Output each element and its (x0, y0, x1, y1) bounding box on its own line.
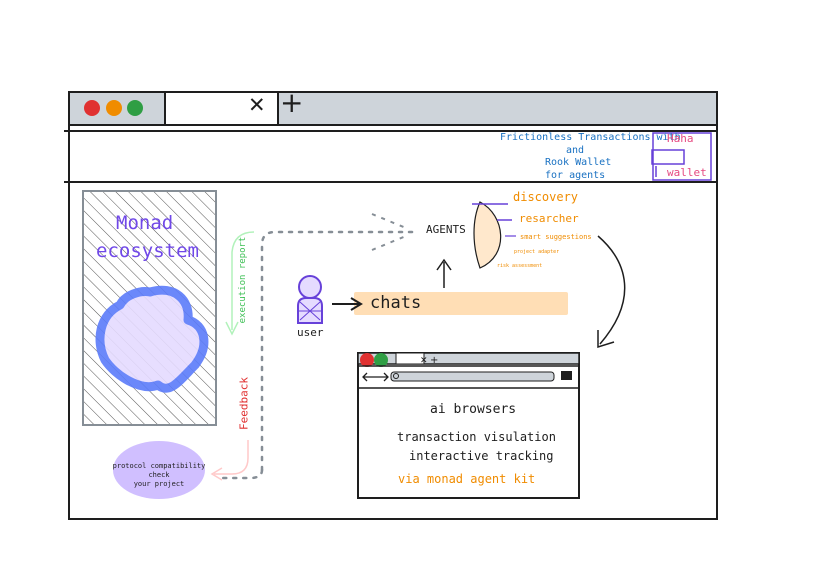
feedback-arrow (214, 440, 249, 475)
tagline-line3: Rook Wallet (545, 157, 612, 168)
user-label: user (297, 326, 324, 339)
haha-wallet-box (652, 132, 712, 181)
execution-report-arrowhead (225, 321, 239, 336)
tab-close-icon[interactable]: ✕ (248, 93, 266, 117)
ai-browser-address-bar (390, 371, 555, 382)
chats-to-agents-arrowhead (436, 258, 452, 271)
execution-report-arrow (231, 231, 255, 330)
ecosystem-title-line1: Monad (116, 212, 174, 234)
ai-browser-green-dot-icon (374, 353, 388, 367)
role-researcher: resarcher (519, 212, 579, 225)
protocol-line3: your project (133, 480, 185, 488)
agents-to-browser-arrow (597, 235, 626, 345)
role-risk-assessment: risk assessment (497, 263, 543, 269)
new-tab-icon[interactable]: + (280, 86, 304, 119)
ai-browser-title-bar (357, 352, 580, 365)
role-project-adapter: project adapter (514, 249, 560, 255)
ai-browser-tab (395, 352, 425, 365)
haha-label: Haha (667, 132, 694, 145)
browser-active-tab[interactable] (164, 91, 279, 126)
ai-browser-line3: via monad agent kit (398, 472, 536, 486)
ai-browser-nav-arrows-icon (362, 372, 389, 382)
ecosystem-title-line2: ecosystem (96, 240, 199, 262)
ai-browser-line2: interactive tracking (409, 449, 554, 463)
agent-leaf-shape (473, 201, 502, 269)
tagline-line2: and (566, 145, 585, 156)
user-hatch (298, 301, 322, 321)
close-dot-icon[interactable] (84, 100, 100, 116)
protocol-line2: check (148, 471, 170, 479)
execution-report-label: execution report (238, 236, 248, 324)
agent-fan-bottom (371, 235, 407, 251)
ai-browser-menu-icon (561, 371, 572, 380)
ai-browser-red-dot-icon (360, 353, 374, 367)
monad-logo-shape (95, 285, 209, 393)
ai-browser-plus-icon: + (430, 355, 438, 366)
minimize-dot-icon[interactable] (106, 100, 122, 116)
maximize-dot-icon[interactable] (127, 100, 143, 116)
agent-fan-top (371, 213, 407, 229)
chats-bar (354, 292, 568, 315)
user-to-chats-arrowhead (350, 297, 363, 311)
ai-browser-close-icon: ✕ (420, 356, 428, 366)
agents-to-browser-arrowhead (597, 330, 615, 349)
wallet-label: wallet (667, 166, 707, 179)
feedback-arrowhead (210, 467, 223, 481)
protocol-check-text: protocol compatibility check your projec… (110, 462, 208, 489)
protocol-check-ellipse (113, 441, 205, 499)
ai-browser-search-icon (393, 373, 399, 379)
wallet-slot (651, 149, 685, 165)
tagline-line1: Frictionless Transactions with (500, 132, 681, 143)
role-smart-suggestions: smart suggestions (520, 233, 592, 241)
protocol-dotted-path (216, 468, 264, 480)
ai-browser-line1: transaction visulation (397, 430, 556, 444)
role-discovery: discovery (513, 190, 579, 204)
tagline-line4: for agents (545, 170, 606, 181)
agents-label: AGENTS (426, 223, 466, 236)
feedback-label: Feedback (237, 377, 251, 430)
ai-browser-title: ai browsers (430, 402, 517, 417)
protocol-line1: protocol compatibility (112, 462, 206, 470)
user-head-icon (298, 275, 322, 299)
chats-label: chats (370, 293, 422, 313)
